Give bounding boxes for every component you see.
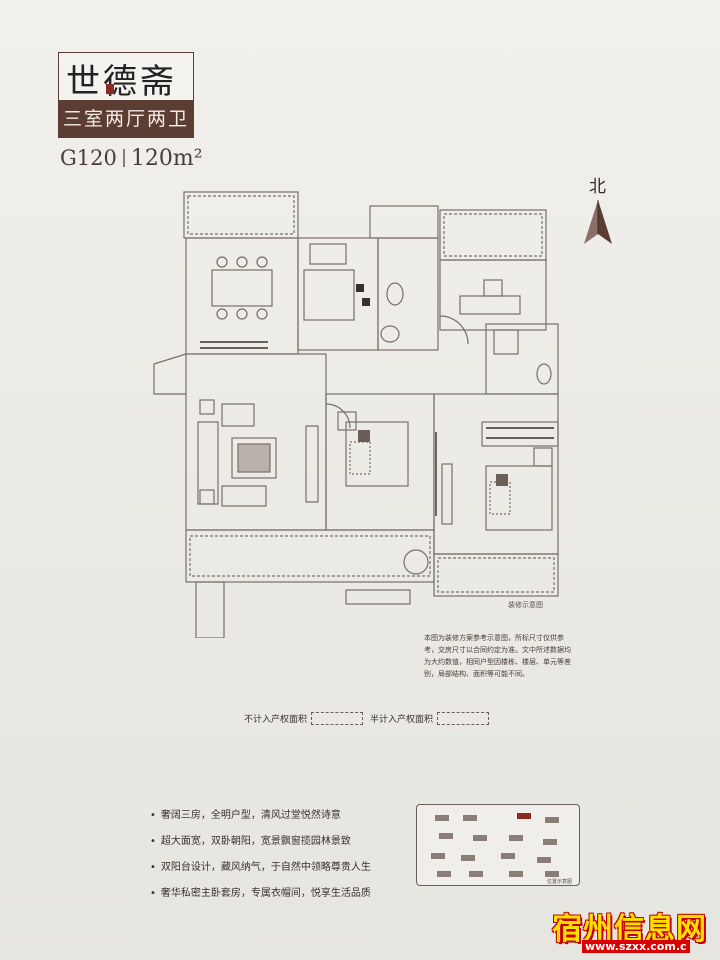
brand-frame [58,52,194,102]
south-balcony [185,529,435,583]
legend-half-swatch [437,712,490,725]
unit-area: 120m² [130,146,203,171]
bedroom-2 [325,393,435,531]
site-key-plan [416,804,580,886]
feature-item: 双阳台设计，藏风纳气，于自然中领略尊贵人生 [150,858,371,873]
site-map-icon [431,813,559,877]
feature-item: 奢阔三房，全明户型，清风过堂悦然诗意 [150,806,341,821]
legend-excluded-label: 不计入产权面积 [244,715,308,725]
legend-excluded-swatch [311,712,364,725]
feature-item: 奢华私密主卧套房，专属衣帽间，悦享生活品质 [150,884,371,899]
dining-room [185,237,299,355]
disclaimer-text: 本图为装修方案参考示意图，所标尺寸仅供参考，交房尺寸以合同约定为准。文中所述数据… [424,634,571,678]
floor-plan [153,191,559,638]
study-room [439,259,547,331]
plan-note: 装修示意图 [508,601,543,609]
watermark-url: www.szxx.com.c [582,940,690,953]
north-label: 北 [589,177,606,197]
unit-code-area: G120 120m² [60,146,203,171]
seal-icon [106,84,114,94]
north-arrow-icon [584,200,612,244]
legend-half-label: 半计入产权面积 [370,715,434,725]
north-balcony-left [183,191,299,239]
divider [122,149,125,167]
feature-item: 超大面宽，双卧朝阳，宽景飘窗揽园林景致 [150,832,351,847]
legend-half: 半计入产权面积 [370,712,490,725]
brand-title: 世德斋 [66,62,177,102]
legend-excluded: 不计入产权面积 [244,712,364,725]
unit-type: 三室两厅两卫 [58,100,194,138]
unit-code: G120 [60,146,117,170]
key-plan-label: 位置示意图 [546,879,572,885]
north-balcony-right [439,209,547,261]
